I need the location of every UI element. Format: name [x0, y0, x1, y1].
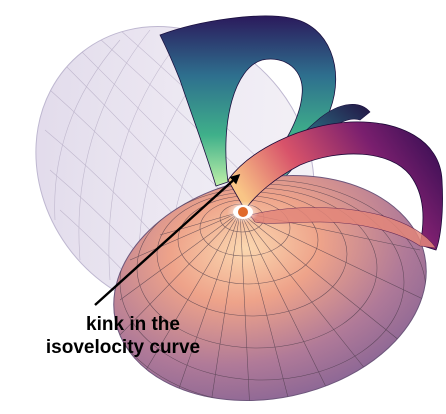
arrow-icon — [94, 173, 241, 306]
annotation-label-line-2: isovelocity curve — [45, 337, 201, 358]
orange-dot-icon — [238, 207, 248, 217]
inferno-plume — [227, 121, 443, 251]
annotation-label-line-1: kink in the — [86, 314, 180, 335]
singular-point — [227, 201, 259, 223]
